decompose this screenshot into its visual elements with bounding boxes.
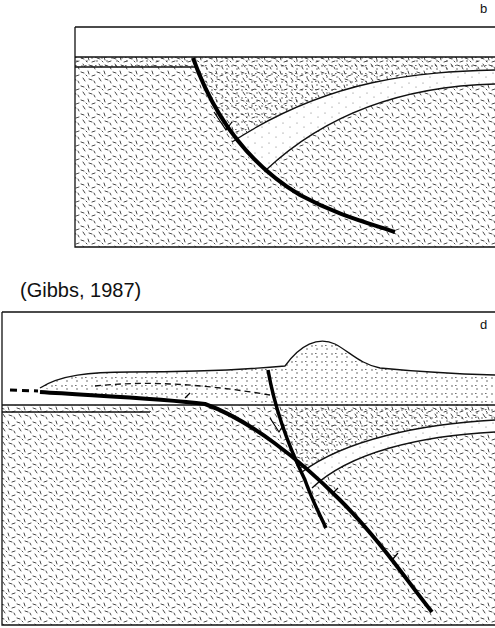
panel-letter: d [480, 318, 487, 331]
panel-d [2, 312, 495, 625]
panel-b [75, 27, 495, 247]
panel-letter: b [480, 2, 487, 15]
citation-label: (Gibbs, 1987) [20, 280, 141, 300]
